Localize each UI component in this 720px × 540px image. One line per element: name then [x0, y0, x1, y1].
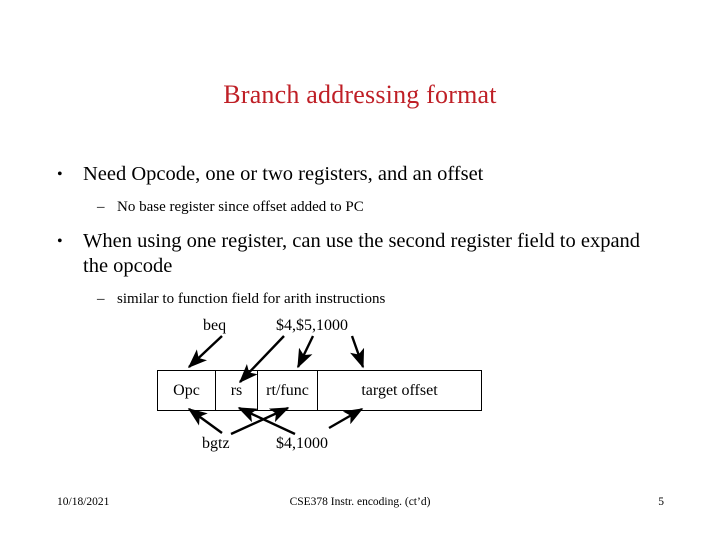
bullet-level2-similar-function-field: – similar to function field for arith in… [97, 290, 617, 309]
instruction-format-box: Opc rs rt/func target offset [157, 370, 482, 411]
field-cell-opcode: Opc [158, 371, 216, 410]
bullet-text: When using one register, can use the sec… [83, 230, 641, 277]
arrow-bgtz-to-rt-func [230, 406, 290, 436]
arrow-bgtz-to-opcode [187, 408, 223, 434]
diagram-label-bgtz-operands: $4,1000 [276, 435, 328, 452]
page-title: Branch addressing format [223, 80, 497, 109]
field-cell-rt-func: rt/func [258, 371, 318, 410]
bullet-level1-need-opcode: • Need Opcode, one or two registers, and… [57, 162, 617, 187]
bullet-marker-dot: • [57, 166, 63, 183]
field-cell-rs: rs [216, 371, 258, 410]
bullet-text: similar to function field for arith inst… [117, 291, 386, 307]
footer-date: 10/18/2021 [57, 496, 110, 508]
bullet-text: No base register since offset added to P… [117, 199, 364, 215]
bullet-level2-no-base-register: – No base register since offset added to… [97, 198, 617, 217]
diagram-label-bgtz: bgtz [202, 435, 230, 452]
footer-title: CSE378 Instr. encoding. (ct’d) [289, 496, 431, 508]
bullet-marker-dash: – [97, 199, 105, 215]
bullet-marker-dot: • [57, 233, 63, 250]
arrow-beq-to-opcode [187, 335, 223, 368]
bullet-text: Need Opcode, one or two registers, and a… [83, 163, 484, 185]
arrow-rt-operand-to-rt-field [296, 335, 315, 369]
arrow-offset-operand-to-target-field [350, 335, 365, 369]
field-cell-target-offset: target offset [361, 381, 438, 399]
diagram-label-beq: beq [203, 317, 227, 334]
diagram-label-beq-operands: $4,$5,1000 [276, 317, 348, 334]
bullet-level1-expand-opcode: • When using one register, can use the s… [57, 229, 657, 279]
arrow-bgtz-rs-operand-to-rs-field [237, 406, 296, 436]
bullet-marker-dash: – [97, 291, 105, 307]
arrow-bgtz-offset-to-target-field [328, 407, 364, 430]
footer-page-number: 5 [658, 496, 664, 508]
